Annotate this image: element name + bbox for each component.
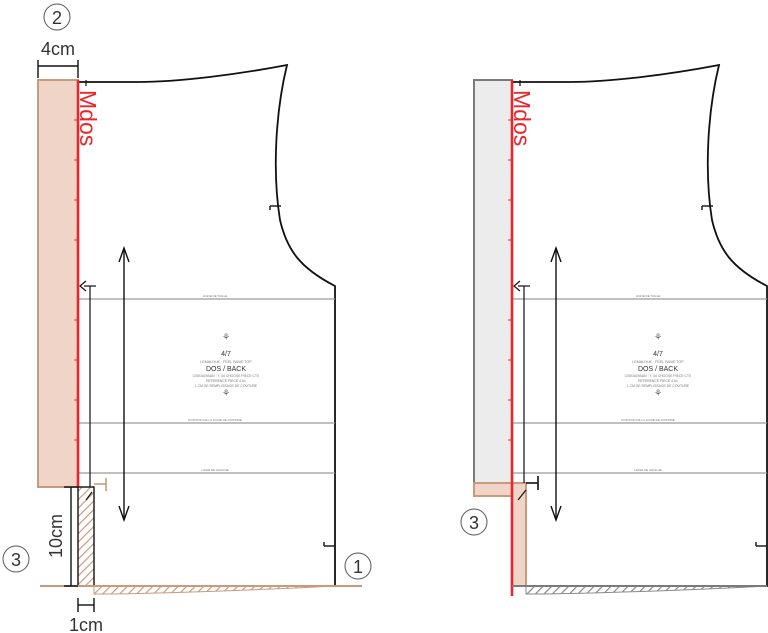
facing-strip: [37, 79, 79, 488]
piece-note-2: REFERENCE PIECE 4 A1: [206, 379, 246, 383]
seam-label: Mdos: [75, 90, 101, 146]
waist-line-note: LIGNE DE TAILLE: [203, 294, 228, 298]
piece-title-right: DOS / BACK: [638, 366, 678, 373]
seam-label-right: Mdos: [509, 90, 535, 146]
step-1-label: 1: [353, 557, 363, 577]
svg-text:⚘: ⚘: [222, 388, 230, 398]
back-bodice-outline-right: [512, 63, 768, 587]
step-2-marker: 2: [43, 3, 71, 31]
piece-note-3-right: 1 CM DE REMPLISSAGE DE COUTURE: [627, 384, 690, 388]
piece-title: DOS / BACK: [206, 366, 246, 373]
hem-hatch: [93, 585, 336, 595]
svg-text:⚘: ⚘: [222, 332, 230, 342]
piece-number: 4/7: [221, 351, 231, 358]
piece-note-2-right: REFERENCE PIECE 4 A1: [638, 379, 678, 383]
piece-note-1-right: CISEAUXBAN · T. 34 CHOOSE PIECE CTX: [625, 374, 692, 378]
seam-ticks: [74, 119, 78, 441]
fold-arrow-right: [513, 280, 530, 483]
hip-line-note-right: LIGNE DE HANCHE: [634, 468, 662, 472]
t-notch: [94, 478, 107, 491]
waist-line-note-right: LIGNE DE TAILLE: [636, 294, 661, 298]
t-notch-right: [526, 476, 539, 490]
step-1-marker: 1: [344, 552, 372, 580]
piece-label-right: ⚘ 4/7 LEMALOUK · FEEL FANIE TOP DOS / BA…: [625, 332, 692, 398]
grain-line-arrow: [118, 245, 130, 523]
step-3-label: 3: [11, 550, 21, 570]
piece-note-1: CISEAUXBAN · T. 34 CHOOSE PIECE CTX: [193, 374, 260, 378]
step-3-marker: 3: [2, 545, 30, 573]
bust-line-note: POSITION DE LA LIGNE DE POITRINE: [188, 418, 242, 422]
svg-text:⚘: ⚘: [654, 388, 662, 398]
grain-line-arrow-right: [550, 245, 562, 523]
height-dimension-label: 10cm: [46, 514, 66, 558]
right-panel: LIGNE DE TAILLE POSITION DE LA LIGNE DE …: [460, 63, 768, 596]
piece-note-3: 1 CM DE REMPLISSAGE DE COUTURE: [195, 384, 258, 388]
svg-text:⚘: ⚘: [654, 332, 662, 342]
hip-line-note: LIGNE DE HANCHE: [201, 468, 229, 472]
grey-facing-strip: [473, 79, 513, 484]
back-bodice-outline: [78, 63, 336, 587]
width-dimension-label: 4cm: [41, 39, 75, 59]
width-dimension: 4cm: [37, 39, 79, 78]
step-3-label-right: 3: [469, 513, 479, 533]
bottom-width-label: 1cm: [69, 615, 103, 633]
hem-hatch-right: [525, 585, 768, 595]
piece-label: ⚘ 4/7 LEMALOUK · FEEL FANIE TOP DOS / BA…: [193, 332, 260, 398]
height-dimension: 10cm: [46, 486, 78, 587]
piece-subtitle: LEMALOUK · FEEL FANIE TOP: [200, 360, 252, 364]
piece-number-right: 4/7: [653, 351, 663, 358]
bust-line-note-right: POSITION DE LA LIGNE DE POITRINE: [621, 418, 675, 422]
folded-facing-piece: [473, 482, 527, 587]
bottom-width-dimension: 1cm: [69, 598, 103, 633]
step-3-marker-right: 3: [460, 508, 488, 536]
lower-extension: [77, 486, 95, 587]
step-2-label: 2: [52, 8, 62, 28]
piece-subtitle-right: LEMALOUK · FEEL FANIE TOP: [632, 360, 684, 364]
left-panel: 2 4cm LIGNE DE TAILLE POSITION DE LA LIG…: [2, 3, 372, 633]
